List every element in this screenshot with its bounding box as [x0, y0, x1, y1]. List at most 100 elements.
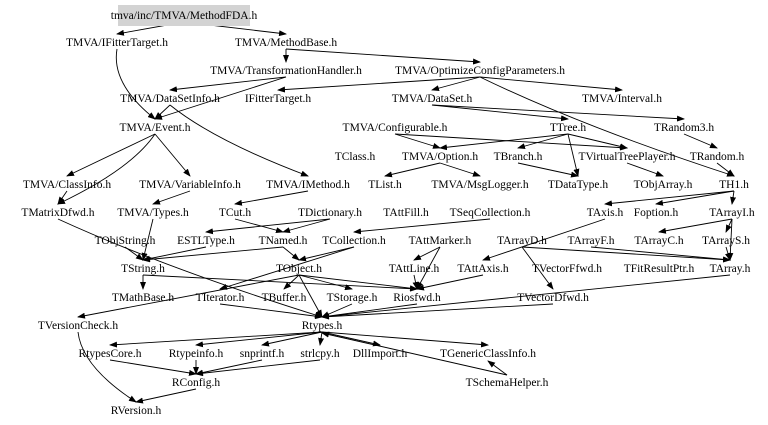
- node-tcollection-h[interactable]: TCollection.h: [322, 235, 386, 247]
- node-tmva-interval-h[interactable]: TMVA/Interval.h: [582, 93, 662, 105]
- node-taxis-h[interactable]: TAxis.h: [587, 207, 624, 219]
- node-tmva-imethod-h[interactable]: TMVA/IMethod.h: [266, 179, 350, 191]
- node-trandom-h[interactable]: TRandom.h: [690, 151, 745, 163]
- edge-tarrayi-h-to-tarrayc-h: [658, 218, 733, 234]
- node-ttree-h[interactable]: TTree.h: [550, 122, 587, 134]
- node-rtypes-h[interactable]: Rtypes.h: [302, 320, 343, 332]
- node-tmva-dataset-h[interactable]: TMVA/DataSet.h: [392, 93, 473, 105]
- edge-tobject-h-to-tstorage-h: [298, 274, 353, 291]
- node-tmva-methodbase-h[interactable]: TMVA/MethodBase.h: [235, 37, 338, 49]
- edge-tbranch-h-to-tdatatype-h: [517, 162, 579, 178]
- node-tmva-optimizeconfigparameters-h[interactable]: TMVA/OptimizeConfigParameters.h: [395, 65, 565, 77]
- edge-tmva-datasetinfo-h-to-tmva-event-h: [154, 104, 171, 120]
- edge-tobject-h-to-tversioncheck-h: [77, 274, 300, 319]
- edge-ttree-h-to-tmva-option-h: [439, 133, 569, 151]
- node-tstring-h[interactable]: TString.h: [121, 263, 165, 275]
- edge-tmva-imethod-h-to-tcut-h: [234, 190, 309, 206]
- edge-tnamed-h-to-tobject-h: [282, 246, 300, 261]
- node-foption-h[interactable]: Foption.h: [634, 207, 679, 219]
- node-tclass-h[interactable]: TClass.h: [335, 151, 376, 163]
- node-rtypeinfo-h[interactable]: Rtypeinfo.h: [169, 348, 224, 360]
- edge-ttree-h-to-tvirtualtreeplayer-h: [567, 133, 628, 150]
- edge-tschemahelper-h-to-tgenericclassinfo-h: [487, 360, 508, 376]
- node-tmva-types-h[interactable]: TMVA/Types.h: [117, 207, 189, 219]
- node-titerator-h[interactable]: TIterator.h: [196, 292, 245, 304]
- node-rconfig-h[interactable]: RConfig.h: [172, 377, 220, 389]
- edge-th1-h-to-foption-h: [655, 190, 735, 206]
- node-tvirtualtreeplayer-h[interactable]: TVirtualTreePlayer.h: [579, 151, 676, 163]
- node-th1-h[interactable]: TH1.h: [719, 179, 749, 191]
- node-tvectordfwd-h[interactable]: TVectorDfwd.h: [517, 292, 589, 304]
- node-tlist-h[interactable]: TList.h: [368, 179, 402, 191]
- edge-tvirtualtreeplayer-h-to-tobjarray-h: [626, 162, 664, 177]
- node-tarrays-h[interactable]: TArrayS.h: [702, 235, 750, 247]
- node-tcut-h[interactable]: TCut.h: [219, 207, 252, 219]
- edge-tmva-optimizeconfigparameters-h-to-tmva-interval-h: [479, 76, 623, 93]
- edge-trandom3-h-to-trandom-h: [683, 133, 718, 149]
- node-tseqcollection-h[interactable]: TSeqCollection.h: [450, 207, 531, 219]
- node-tbranch-h[interactable]: TBranch.h: [494, 151, 543, 163]
- edge-ttree-h-to-tbranch-h: [517, 133, 569, 150]
- edge-tarrayi-h-to-tarrays-h: [725, 218, 733, 233]
- edge-rtypescore-h-to-rconfig-h: [109, 359, 197, 376]
- node-snprintf-h[interactable]: snprintf.h: [240, 348, 285, 360]
- node-strlcpy-h[interactable]: strlcpy.h: [300, 348, 339, 360]
- node-tarrayi-h[interactable]: TArrayI.h: [709, 207, 755, 219]
- node-tdatatype-h[interactable]: TDataType.h: [548, 179, 608, 191]
- node-tattmarker-h[interactable]: TAttMarker.h: [409, 235, 472, 247]
- node-tattline-h[interactable]: TAttLine.h: [389, 263, 440, 275]
- edge-tstring-h-to-riosfwd-h: [142, 274, 418, 292]
- node-tgenericclassinfo-h[interactable]: TGenericClassInfo.h: [440, 348, 536, 360]
- edge-trandom-h-to-th1-h: [716, 162, 735, 177]
- node-tarrayc-h[interactable]: TArrayC.h: [634, 235, 683, 247]
- node-trandom3-h[interactable]: TRandom3.h: [654, 122, 715, 134]
- node-tversioncheck-h[interactable]: TVersionCheck.h: [38, 320, 118, 332]
- node-tbuffer-h[interactable]: TBuffer.h: [262, 292, 307, 304]
- node-estltype-h[interactable]: ESTLType.h: [177, 235, 235, 247]
- edge-tcut-h-to-tnamed-h: [234, 218, 284, 234]
- node-ifittertarget-h[interactable]: IFitterTarget.h: [245, 93, 312, 105]
- node-tfitresultptr-h[interactable]: TFitResultPtr.h: [624, 263, 695, 275]
- node-tmva-classinfo-h[interactable]: TMVA/ClassInfo.h: [23, 179, 112, 191]
- node-tdictionary-h[interactable]: TDictionary.h: [298, 207, 362, 219]
- node-tarrayd-h[interactable]: TArrayD.h: [497, 235, 547, 247]
- edge-tseqcollection-h-to-tcollection-h: [353, 218, 491, 235]
- node-tmathbase-h[interactable]: TMathBase.h: [112, 292, 175, 304]
- node-tattaxis-h[interactable]: TAttAxis.h: [457, 263, 508, 275]
- node-tschemahelper-h[interactable]: TSchemaHelper.h: [466, 377, 549, 389]
- edge-rtypes-h-to-rtypescore-h: [109, 331, 323, 348]
- node-tstorage-h[interactable]: TStorage.h: [327, 292, 378, 304]
- edge-tmva-optimizeconfigparameters-h-to-ifittertarget-h: [277, 76, 481, 93]
- node-tobjarray-h[interactable]: TObjArray.h: [634, 179, 693, 191]
- edge-titerator-h-to-rtypes-h: [219, 303, 323, 320]
- node-tattfill-h[interactable]: TAttFill.h: [383, 207, 429, 219]
- node-tarrayf-h[interactable]: TArrayF.h: [567, 235, 614, 247]
- edge-tversioncheck-h-to-rversion-h: [77, 331, 137, 403]
- edge-tarrayd-h-to-tarray-h: [521, 246, 731, 263]
- node-tmva-option-h[interactable]: TMVA/Option.h: [402, 151, 478, 163]
- node-rversion-h[interactable]: RVersion.h: [111, 405, 162, 417]
- node-tobject-h[interactable]: TObject.h: [276, 263, 322, 275]
- edges-layer: [57, 21, 737, 404]
- edge-tdictionary-h-to-tnamed-h: [282, 218, 331, 234]
- node-tmva-configurable-h[interactable]: TMVA/Configurable.h: [343, 122, 448, 134]
- node-tmatrixdfwd-h[interactable]: TMatrixDfwd.h: [21, 207, 94, 219]
- node-tmva-msglogger-h[interactable]: TMVA/MsgLogger.h: [431, 179, 528, 191]
- edge-tmva-transformationhandler-h-to-tmva-event-h: [154, 76, 287, 120]
- node-tnamed-h[interactable]: TNamed.h: [259, 235, 308, 247]
- edge-tdictionary-h-to-estltype-h: [205, 218, 331, 235]
- node-dllimport-h[interactable]: DllImport.h: [353, 348, 408, 360]
- node-rtypescore-h[interactable]: RtypesCore.h: [79, 348, 142, 360]
- node-tarray-h[interactable]: TArray.h: [710, 263, 751, 275]
- node-tmva-inc-tmva-methodfda-h[interactable]: tmva/inc/TMVA/MethodFDA.h: [111, 10, 258, 22]
- edge-tmva-transformationhandler-h-to-tmva-datasetinfo-h: [169, 76, 287, 93]
- node-tmva-event-h[interactable]: TMVA/Event.h: [119, 122, 190, 134]
- node-riosfwd-h[interactable]: Riosfwd.h: [393, 292, 441, 304]
- node-tobjstring-h[interactable]: TObjString.h: [95, 235, 156, 247]
- node-tmva-variableinfo-h[interactable]: TMVA/VariableInfo.h: [139, 179, 241, 191]
- node-tmva-datasetinfo-h[interactable]: TMVA/DataSetInfo.h: [120, 93, 220, 105]
- node-tmva-transformationhandler-h[interactable]: TMVA/TransformationHandler.h: [210, 65, 362, 77]
- node-tvectorffwd-h[interactable]: TVectorFfwd.h: [532, 263, 602, 275]
- node-tmva-ifittertarget-h[interactable]: TMVA/IFitterTarget.h: [66, 37, 168, 49]
